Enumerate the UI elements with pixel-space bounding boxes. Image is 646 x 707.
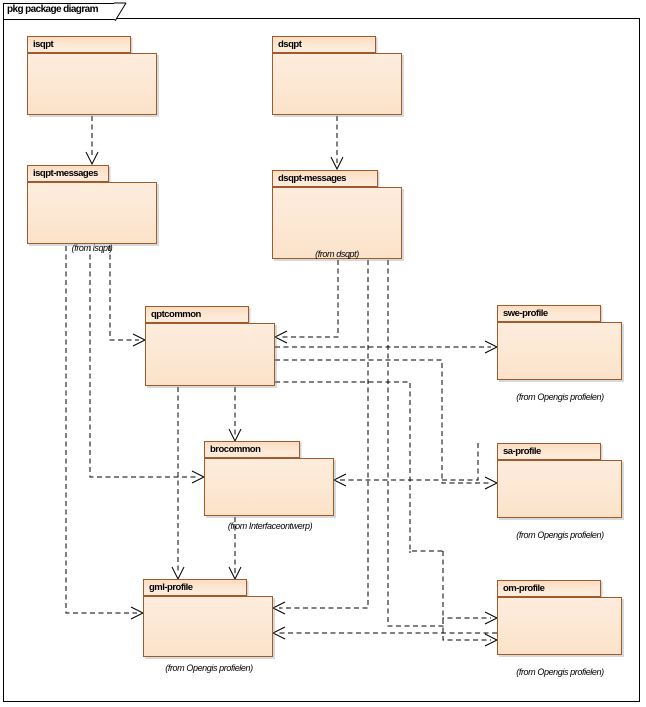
package-brocommon-body xyxy=(204,458,334,516)
package-dsqpt-messages-from: (from dsqpt) xyxy=(315,249,359,259)
package-swe-profile-from: (from Opengis profielen) xyxy=(516,392,604,402)
package-qptcommon[interactable]: qptcommon xyxy=(145,306,277,388)
package-isqpt-messages[interactable]: isqpt-messages xyxy=(27,165,159,247)
package-om-profile-body xyxy=(497,597,622,655)
package-gml-profile-label: gml-profile xyxy=(149,582,193,593)
package-om-profile-label: om-profile xyxy=(503,583,545,594)
package-sa-profile-from: (from Opengis profielen) xyxy=(516,530,604,540)
package-gml-profile[interactable]: gml-profile xyxy=(143,579,275,660)
package-isqpt-tab xyxy=(27,36,131,53)
package-swe-profile[interactable]: swe-profile xyxy=(497,305,624,383)
package-isqpt-messages-from: (from isqpt) xyxy=(71,243,113,253)
package-isqpt-body xyxy=(27,53,157,115)
package-isqpt-messages-tab xyxy=(27,165,109,182)
package-om-profile-from: (from Opengis profielen) xyxy=(516,667,604,677)
package-gml-profile-from: (from Opengis profielen) xyxy=(165,663,253,673)
diagram-frame-tab xyxy=(3,3,115,20)
package-sa-profile-label: sa-profile xyxy=(503,446,541,457)
package-sa-profile[interactable]: sa-profile xyxy=(497,443,624,521)
diagram-frame-tab-corner xyxy=(114,2,128,21)
package-isqpt-messages-body xyxy=(27,182,157,244)
package-brocommon-label: brocommon xyxy=(210,444,261,455)
package-om-profile-tab xyxy=(497,580,601,597)
package-dsqpt-messages-label: dsqpt-messages xyxy=(278,173,346,184)
package-isqpt-label: isqpt xyxy=(33,39,54,50)
package-sa-profile-tab xyxy=(497,443,601,460)
package-isqpt-messages-label: isqpt-messages xyxy=(33,168,98,179)
package-swe-profile-tab xyxy=(497,305,601,322)
package-gml-profile-tab xyxy=(143,579,247,596)
package-isqpt[interactable]: isqpt xyxy=(27,36,159,118)
package-qptcommon-body xyxy=(145,323,275,386)
package-brocommon[interactable]: brocommon xyxy=(204,441,336,519)
package-sa-profile-body xyxy=(497,460,622,518)
package-dsqpt-messages-tab xyxy=(272,170,378,187)
package-swe-profile-label: swe-profile xyxy=(503,308,548,319)
package-dsqpt[interactable]: dsqpt xyxy=(272,36,404,118)
package-om-profile[interactable]: om-profile xyxy=(497,580,624,658)
package-swe-profile-body xyxy=(497,322,622,380)
package-qptcommon-label: qptcommon xyxy=(151,309,201,320)
package-dsqpt-body xyxy=(272,53,402,115)
package-gml-profile-body xyxy=(143,596,273,657)
package-dsqpt-label: dsqpt xyxy=(278,39,302,50)
package-dsqpt-tab xyxy=(272,36,376,53)
package-brocommon-from: (from Interfaceontwerp) xyxy=(227,521,313,531)
diagram-title: pkg package diagram xyxy=(7,4,98,15)
